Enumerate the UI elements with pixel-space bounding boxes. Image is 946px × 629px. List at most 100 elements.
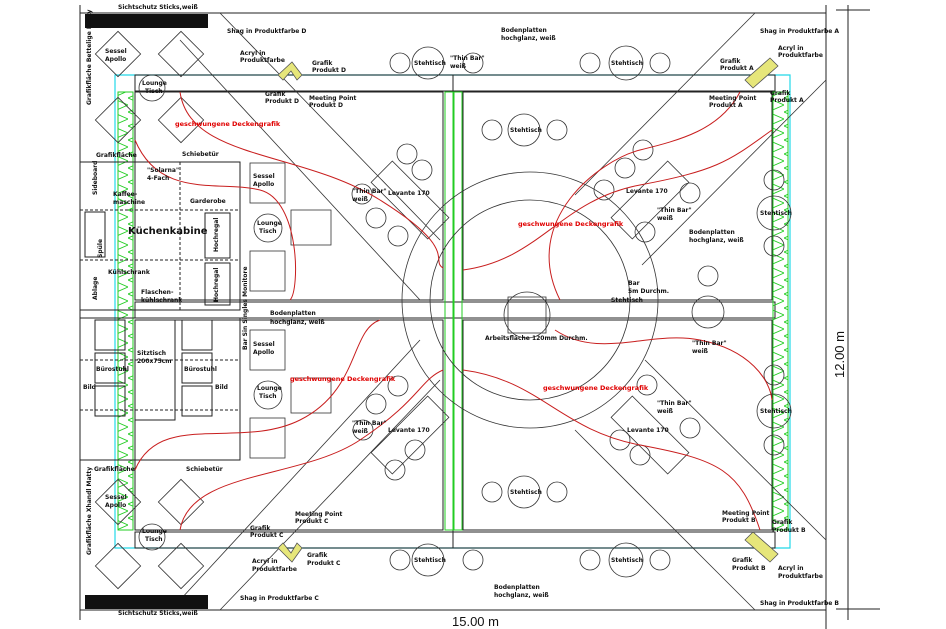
label-buerostuhl-2: Bürostuhl bbox=[184, 366, 217, 373]
label-grafikflaeche-vertical-top: Grafikfläche Bettelige Matty bbox=[86, 9, 93, 105]
label-flaschen: Flaschen- bbox=[141, 289, 174, 296]
shag-carpet-diagonals bbox=[179, 12, 827, 611]
label-sideboard: Sideboard bbox=[92, 161, 99, 195]
label-bar: Bar bbox=[628, 280, 640, 287]
label-grafik-c1: Grafik bbox=[250, 525, 271, 532]
label-boden: Bodenplatten bbox=[494, 584, 540, 591]
kitchen-cabin bbox=[79, 161, 241, 461]
label-apollo-3: Apollo bbox=[253, 181, 274, 188]
label-privacy-top: Sichtschutz Sticks,weiß bbox=[118, 4, 199, 11]
label-spuele: Spüle bbox=[97, 239, 104, 258]
label-boden2: hochglanz, weiß bbox=[270, 319, 325, 326]
label-grafikflaeche-vertical-bottom: Grafikfläche Xhandl Matty bbox=[86, 467, 93, 555]
label-sessel-2: Sessel bbox=[105, 494, 127, 501]
label-deckengrafik: geschwungene Deckengrafik bbox=[543, 384, 649, 392]
label-kuehlschrank: Kühlschrank bbox=[108, 269, 151, 276]
label-stehtisch: Stehtisch bbox=[760, 210, 792, 217]
label-tisch-4: Tisch bbox=[145, 536, 163, 543]
label-apollo-2: Apollo bbox=[105, 502, 126, 509]
label-boden2: hochglanz, weiß bbox=[689, 237, 744, 244]
label-shag-b: Shag in Produktfarbe B bbox=[760, 600, 839, 607]
label-stehtisch: Stehtisch bbox=[611, 297, 643, 304]
label-stehtisch: Stehtisch bbox=[760, 408, 792, 415]
privacy-screen-top bbox=[85, 14, 208, 28]
label-apollo-4: Apollo bbox=[253, 349, 274, 356]
label-lounge-3: Lounge bbox=[257, 385, 282, 392]
label-stehtisch: Stehtisch bbox=[414, 60, 446, 67]
label-weiss: weiß bbox=[352, 428, 369, 435]
label-levante: Levante 170 bbox=[626, 188, 668, 195]
label-garderobe: Garderobe bbox=[190, 198, 226, 205]
label-produkt-b1: Produkt B bbox=[772, 527, 806, 534]
label-meeting-d2: Produkt D bbox=[309, 102, 343, 109]
label-meeting-a: Meeting Point bbox=[709, 95, 757, 102]
label-boden: Bodenplatten bbox=[501, 27, 547, 34]
label-deckengrafik: geschwungene Deckengrafik bbox=[175, 120, 281, 128]
label-boden: Bodenplatten bbox=[270, 310, 316, 317]
label-lounge-2: Lounge bbox=[257, 220, 282, 227]
label-acryl-a2: Produktfarbe bbox=[778, 52, 823, 59]
label-schiebetuer: Schiebetür bbox=[186, 466, 223, 473]
label-solarna2: 4-Fach bbox=[147, 175, 169, 182]
label-solarna: "Solarna" bbox=[147, 167, 179, 174]
label-grafikflaeche: Grafikfläche bbox=[96, 152, 137, 159]
label-acryl-c2: Produktfarbe bbox=[252, 566, 297, 573]
truss-horizontal bbox=[134, 74, 776, 549]
label-boden2: hochglanz, weiß bbox=[501, 35, 556, 42]
label-boden2: hochglanz, weiß bbox=[494, 592, 549, 599]
label-meeting-c2: Produkt C bbox=[295, 518, 329, 525]
label-bild-2: Bild bbox=[215, 384, 228, 391]
label-produkt-d1: Produkt D bbox=[312, 67, 346, 74]
label-thinbar: "Thin Bar" bbox=[352, 420, 387, 427]
label-stehtisch: Stehtisch bbox=[414, 557, 446, 564]
dimension-height: 12.00 m bbox=[832, 331, 847, 378]
label-deckengrafik: geschwungene Deckengrafik bbox=[290, 375, 396, 383]
stand-boundary bbox=[79, 5, 880, 629]
label-kaffee: Kaffee- bbox=[113, 191, 138, 198]
label-flaschen2: kühlschrank bbox=[141, 297, 183, 304]
label-sitztisch2: 200x75cm bbox=[137, 358, 172, 365]
labels: Sichtschutz Sticks,weiß Sichtschutz Stic… bbox=[83, 4, 847, 629]
label-sitztisch: Sitztisch bbox=[137, 350, 166, 357]
label-lounge-1: Lounge bbox=[142, 80, 167, 87]
label-tisch-2: Tisch bbox=[259, 228, 277, 235]
label-meeting-b2: Produkt B bbox=[722, 517, 756, 524]
label-produkt-a1: Produkt A bbox=[720, 65, 754, 72]
label-acryl-b2: Produktfarbe bbox=[778, 573, 823, 580]
privacy-screen-bottom bbox=[85, 595, 208, 609]
truss-vertical-green bbox=[117, 91, 789, 531]
label-shag-a: Shag in Produktfarbe A bbox=[760, 28, 839, 35]
label-apollo-1: Apollo bbox=[105, 56, 126, 63]
label-sessel-1: Sessel bbox=[105, 48, 127, 55]
label-meeting-a2: Produkt A bbox=[709, 102, 743, 109]
dimension-width: 15.00 m bbox=[452, 614, 499, 629]
label-stehtisch: Stehtisch bbox=[510, 127, 542, 134]
label-shag-c: Shag in Produktfarbe C bbox=[240, 595, 319, 602]
label-produkt-d2: Produkt D bbox=[265, 98, 299, 105]
label-privacy-bottom: Sichtschutz Sticks,weiß bbox=[118, 610, 199, 617]
label-grafik-d2: Grafik bbox=[265, 91, 286, 98]
label-produkt-c2: Produkt C bbox=[307, 560, 341, 567]
label-acryl-d: Acryl in bbox=[240, 50, 266, 57]
label-thinbar: "Thin Bar" bbox=[352, 188, 387, 195]
label-acryl-b: Acryl in bbox=[778, 565, 804, 572]
label-acryl-d2: Produktfarbe bbox=[240, 57, 285, 64]
label-deckengrafik: geschwungene Deckengrafik bbox=[518, 220, 624, 228]
label-bild-1: Bild bbox=[83, 384, 96, 391]
label-buerostuhl-1: Bürostuhl bbox=[96, 366, 129, 373]
label-sessel-3: Sessel bbox=[253, 173, 275, 180]
label-grafik-b1: Grafik bbox=[772, 519, 793, 526]
label-meeting-d: Meeting Point bbox=[309, 95, 357, 102]
label-stehtisch: Stehtisch bbox=[611, 60, 643, 67]
acryl-displays bbox=[277, 57, 779, 563]
furniture bbox=[94, 30, 792, 590]
label-arbeitsflaeche: Arbeitsfläche 120mm Durchm. bbox=[485, 335, 588, 342]
label-ablage: Ablage bbox=[92, 277, 99, 300]
label-grafik-b2: Grafik bbox=[732, 557, 753, 564]
label-thinbar: "Thin Bar" bbox=[692, 340, 727, 347]
label-stehtisch: Stehtisch bbox=[510, 489, 542, 496]
label-grafik-c2: Grafik bbox=[307, 552, 328, 559]
label-tisch-3: Tisch bbox=[259, 393, 277, 400]
label-weiss: weiß bbox=[692, 348, 709, 355]
